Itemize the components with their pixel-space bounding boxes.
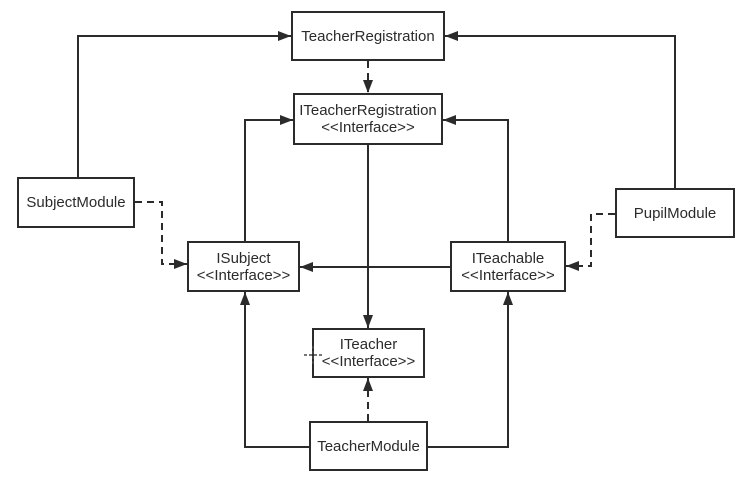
edge-subjectmodule-to-isubject <box>135 201 187 269</box>
node-label: ITeacher <box>339 336 398 353</box>
node-label: ISubject <box>216 249 271 267</box>
node-label: SubjectModule <box>26 194 126 211</box>
node-stereotype: <<Interface>> <box>461 266 555 284</box>
edge-teachermodule-to-isubject <box>240 292 309 448</box>
node-label: TeacherModule <box>317 437 420 455</box>
edge-teachermodule-to-iteachable <box>428 292 513 448</box>
node-label: TeacherRegistration <box>301 27 435 45</box>
node-stereotype: <<Interface>> <box>321 353 416 370</box>
node-label: ITeachable <box>471 249 545 267</box>
node-stereotype: <<Interface>> <box>196 266 291 284</box>
edge-iteachable-to-iteacherregistration <box>443 115 509 241</box>
node-isubject: ISubject <<Interface>> <box>187 241 300 292</box>
node-teacher-registration: TeacherRegistration <box>291 11 445 61</box>
node-iteachable: ITeachable <<Interface>> <box>450 241 566 292</box>
node-stereotype: <<Interface>> <box>321 119 415 136</box>
edge-isubject-to-iteacherregistration <box>244 115 293 241</box>
node-subject-module: SubjectModule <box>17 177 135 228</box>
edge-subjectmodule-to-teacherregistration <box>77 31 291 177</box>
node-label: PupilModule <box>633 204 717 222</box>
edge-pupilmodule-to-iteachable <box>566 213 615 271</box>
node-iteacher: ITeacher <<Interface>> <box>312 328 425 378</box>
node-label: ITeacherRegistration <box>299 102 437 119</box>
node-iteacher-registration: ITeacherRegistration <<Interface>> <box>293 93 443 145</box>
node-teacher-module: TeacherModule <box>309 421 428 471</box>
edge-pupilmodule-to-teacherregistration <box>445 31 676 188</box>
node-pupil-module: PupilModule <box>615 188 735 238</box>
